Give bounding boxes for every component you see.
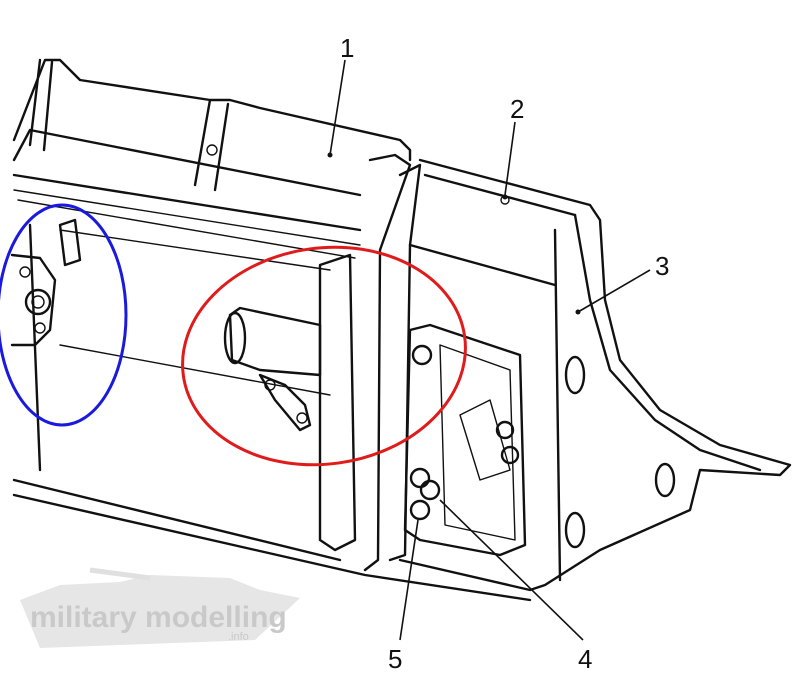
watermark-sub: .info [228, 631, 249, 643]
leader-1 [329, 59, 346, 156]
watermark: military modelling .info [20, 567, 300, 648]
callout-1: 1 [340, 33, 354, 63]
tank-silhouette-icon [20, 575, 300, 648]
leader-lines [327, 59, 651, 641]
leader-4 [439, 499, 584, 641]
tank-gun-icon [89, 567, 151, 581]
leader-5 [399, 519, 419, 641]
callout-5: 5 [388, 644, 402, 674]
hull-structure [10, 58, 792, 602]
red-highlight-circle [181, 245, 467, 467]
callout-4: 4 [578, 644, 592, 674]
leader-2 [504, 121, 516, 196]
callout-3: 3 [655, 251, 669, 281]
watermark-main: military modelling [30, 601, 287, 634]
leader-3 [577, 269, 651, 313]
blue-highlight-circle [0, 203, 128, 427]
callout-2: 2 [510, 94, 524, 124]
